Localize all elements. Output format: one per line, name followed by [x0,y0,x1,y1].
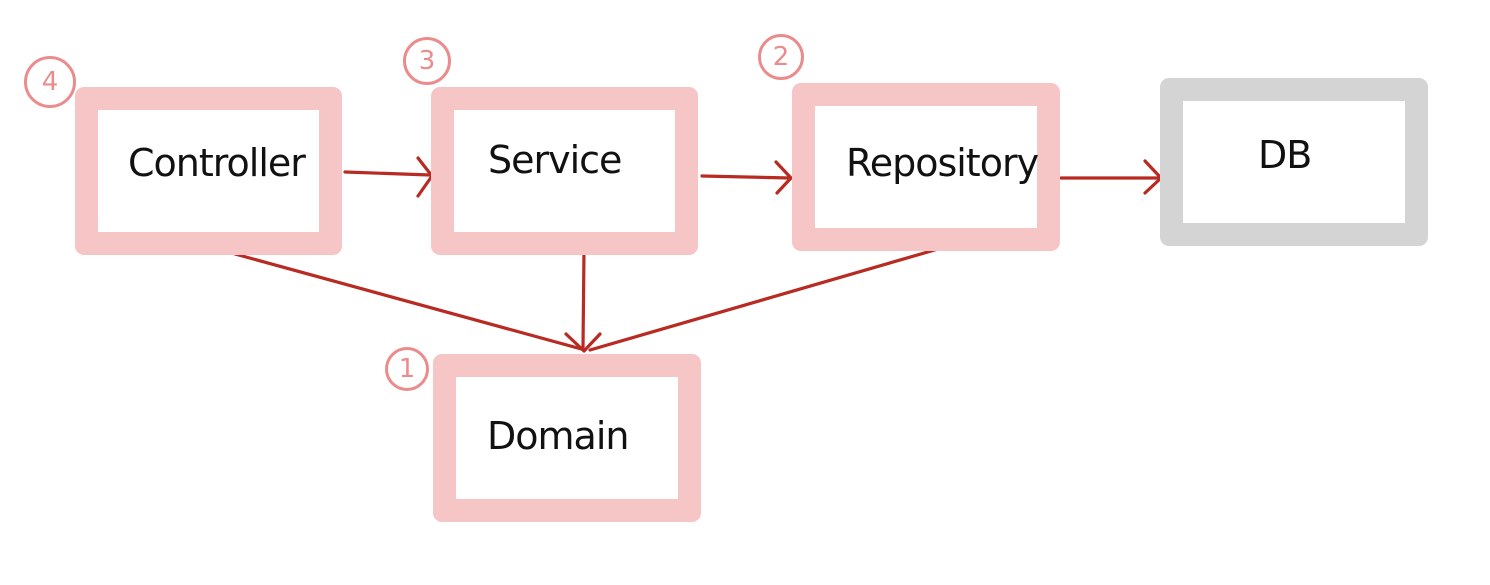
step-number-domain: 1 [398,354,416,384]
step-badge-repository: 2 [758,34,804,80]
service-label: Service [488,138,622,182]
controller-box[interactable] [75,87,342,255]
step-badge-domain: 1 [385,347,429,391]
service-box[interactable] [431,87,698,255]
arrow-controller-to-service [343,170,432,177]
arrowhead-service-to-repository [774,160,793,195]
step-badge-service: 3 [403,37,451,85]
arrowhead-to-domain [564,332,602,353]
repository-box[interactable] [792,83,1060,251]
db-box[interactable] [1160,78,1428,246]
arrow-controller-to-domain [233,252,587,352]
controller-label: Controller [128,141,306,185]
step-badge-controller: 4 [24,56,76,108]
repository-label: Repository [846,141,1039,185]
db-label: DB [1258,133,1312,177]
arrow-repository-to-domain [588,247,940,352]
step-number-repository: 2 [772,42,790,72]
domain-box[interactable] [433,354,701,522]
step-number-service: 3 [418,46,436,76]
arrowhead-controller-to-service [416,156,434,198]
arrow-service-to-repository [700,174,792,180]
domain-label: Domain [487,414,629,458]
arrow-service-to-domain [581,248,586,350]
step-number-controller: 4 [41,67,59,97]
